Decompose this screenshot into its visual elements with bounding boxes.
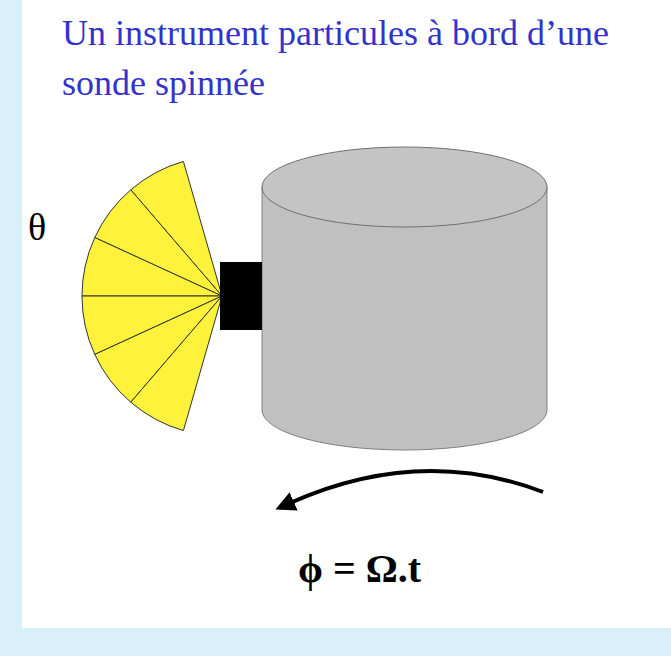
angle-label: θ — [28, 205, 46, 249]
angular-sector — [82, 238, 222, 296]
angular-sector — [131, 296, 222, 431]
detector-fan — [82, 161, 222, 430]
slide-title: Un instrument particules à bord d’une so… — [62, 8, 658, 108]
rotation-arrow — [290, 471, 543, 503]
instrument-head — [220, 262, 262, 330]
probe-cylinder — [262, 147, 547, 450]
rotation-formula: ϕ = Ω.t — [298, 545, 421, 592]
